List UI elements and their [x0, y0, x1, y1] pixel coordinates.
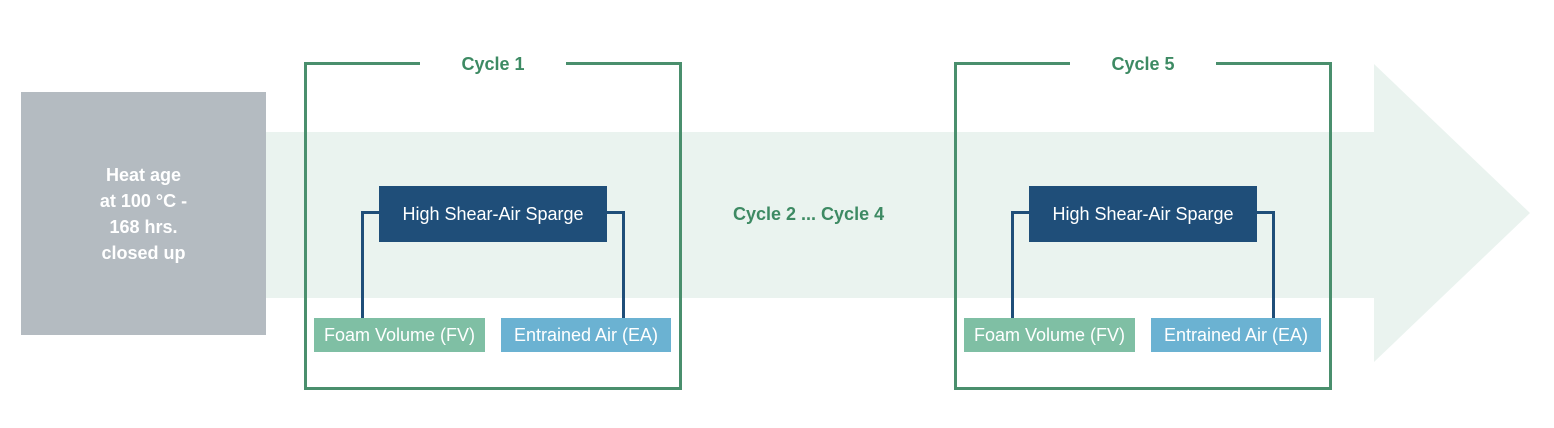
- cycle-5-entrained-air-box: Entrained Air (EA): [1151, 318, 1321, 352]
- cycle-5-foam-volume-box: Foam Volume (FV): [964, 318, 1135, 352]
- cycle-1-label: Cycle 1: [420, 52, 566, 76]
- arrow-shape: [266, 64, 1530, 362]
- cycle-5-label: Cycle 5: [1070, 52, 1216, 76]
- cycle-1-foam-volume-box: Foam Volume (FV): [314, 318, 485, 352]
- cycle-5-connector-right-vertical: [1272, 211, 1275, 319]
- heat-age-box: Heat age at 100 °C - 168 hrs. closed up: [21, 92, 266, 335]
- intermediate-cycles-label: Cycle 2 ... Cycle 4: [733, 204, 885, 224]
- cycle-5-connector-right-horizontal: [1256, 211, 1275, 214]
- cycle-5-connector-left-vertical: [1011, 211, 1014, 319]
- cycle-1-connector-right-vertical: [622, 211, 625, 319]
- heat-age-text: Heat age at 100 °C - 168 hrs. closed up: [99, 164, 188, 263]
- cycle-1-entrained-air-box: Entrained Air (EA): [501, 318, 671, 352]
- cycle-5-process-box: High Shear-Air Sparge: [1029, 186, 1257, 242]
- cycle-1-connector-left-vertical: [361, 211, 364, 319]
- cycle-1-connector-left-horizontal: [361, 211, 380, 214]
- cycle-1-connector-right-horizontal: [606, 211, 625, 214]
- cycle-1-process-box: High Shear-Air Sparge: [379, 186, 607, 242]
- cycle-5-connector-left-horizontal: [1011, 211, 1030, 214]
